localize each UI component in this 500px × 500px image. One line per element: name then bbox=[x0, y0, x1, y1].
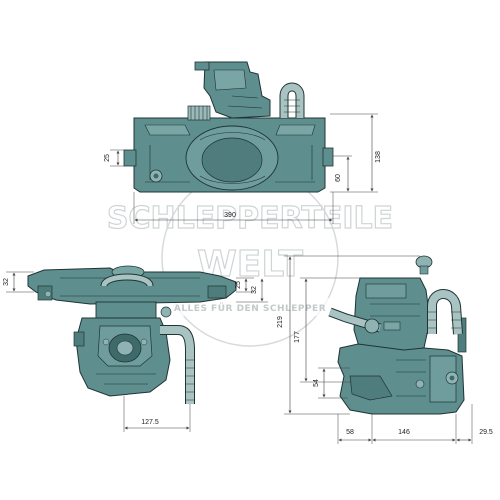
front-view-dimensions: 32 25 32 127.5 bbox=[3, 271, 268, 432]
front-view-column bbox=[95, 301, 157, 319]
dim-top-right-offset: 60 bbox=[335, 174, 342, 182]
dim-front-left-height: 32 bbox=[3, 278, 10, 286]
top-view-right-flange bbox=[322, 147, 334, 167]
watermark-tagline: ALLES FÜR DEN SCHLEPPER bbox=[174, 303, 326, 314]
dim-front-offset-b: 32 bbox=[251, 286, 258, 294]
dim-side-total-height: 219 bbox=[277, 316, 284, 328]
side-view-hose bbox=[428, 290, 462, 335]
side-view bbox=[328, 255, 467, 415]
dim-top-left-offset: 25 bbox=[104, 154, 111, 162]
dim-front-depth: 127.5 bbox=[141, 419, 159, 426]
dim-side-right-width: 29.5 bbox=[479, 429, 493, 436]
dim-top-width: 390 bbox=[224, 212, 236, 219]
dim-side-mid-height: 177 bbox=[294, 331, 301, 343]
dim-top-height: 138 bbox=[375, 151, 382, 163]
front-view-hose bbox=[160, 326, 194, 404]
dim-front-offset-a: 25 bbox=[235, 281, 242, 289]
dim-side-left-width: 58 bbox=[346, 429, 354, 436]
top-view bbox=[123, 61, 334, 193]
top-view-hose bbox=[280, 83, 304, 118]
top-view-spring bbox=[187, 105, 211, 121]
side-view-dimensions: 219 177 54 58 146 29.5 bbox=[277, 255, 493, 444]
top-view-left-flange bbox=[123, 149, 137, 167]
dim-side-mid-width: 146 bbox=[398, 429, 410, 436]
watermark-line1: SCHLEPPERTEILE bbox=[107, 201, 393, 236]
front-view bbox=[27, 265, 237, 404]
top-view-dimensions: 390 138 60 25 bbox=[104, 113, 382, 224]
dim-side-low-height: 54 bbox=[313, 379, 320, 387]
